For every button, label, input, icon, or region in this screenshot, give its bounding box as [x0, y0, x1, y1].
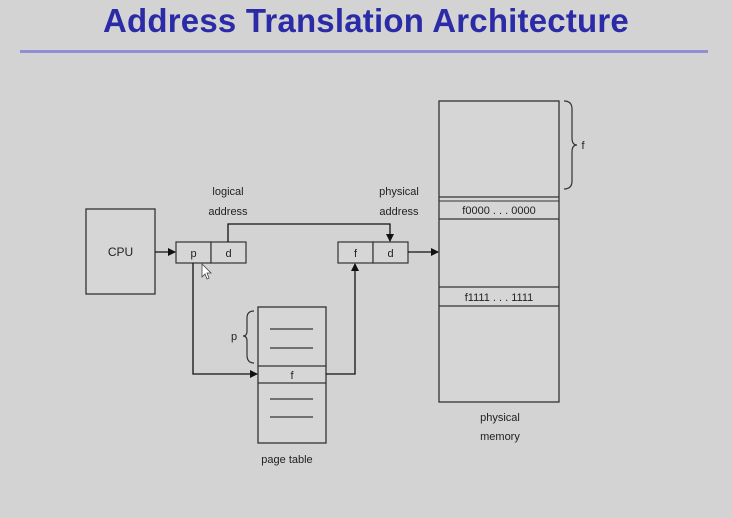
- title-underline: [20, 50, 708, 53]
- slide-title: Address Translation Architecture: [103, 2, 629, 39]
- page-to-table-arrow: [192, 263, 258, 378]
- memory-brace-label: f: [581, 140, 585, 152]
- logical-address-box: p d: [175, 241, 247, 264]
- offset-to-physical-arrow: [227, 223, 394, 242]
- memory-frame-brace: [563, 100, 578, 190]
- physical-memory: f0000 . . . 0000 f1111 . . . 1111: [438, 100, 560, 403]
- page-table-index-label: p: [231, 331, 237, 343]
- logical-address-label-line1: logical: [212, 186, 243, 198]
- logical-address-label-line2: address: [208, 206, 248, 218]
- physical-address-label-line1: physical: [379, 186, 419, 198]
- physical-address-label-line2: address: [379, 206, 419, 218]
- physical-offset-field: d: [387, 248, 393, 260]
- physical-address-box: f d: [337, 241, 409, 264]
- cpu-box: CPU: [85, 208, 156, 295]
- frame-start-address: f0000 . . . 0000: [462, 205, 535, 217]
- page-table-caption: page table: [261, 454, 312, 466]
- frame-end-address: f1111 . . . 1111: [465, 292, 534, 304]
- logical-offset-field: d: [225, 248, 231, 260]
- physical-frame-field: f: [354, 248, 358, 260]
- cpu-label: CPU: [108, 245, 133, 259]
- table-to-frame-arrow: [326, 263, 359, 375]
- mouse-cursor-icon: [201, 263, 212, 280]
- page-table: f: [257, 306, 327, 444]
- logical-page-field: p: [190, 248, 196, 260]
- physical-memory-caption-line1: physical: [480, 412, 520, 424]
- page-table-index-brace: [242, 310, 255, 364]
- page-table-entry: f: [290, 370, 294, 382]
- physical-memory-caption-line2: memory: [480, 431, 520, 443]
